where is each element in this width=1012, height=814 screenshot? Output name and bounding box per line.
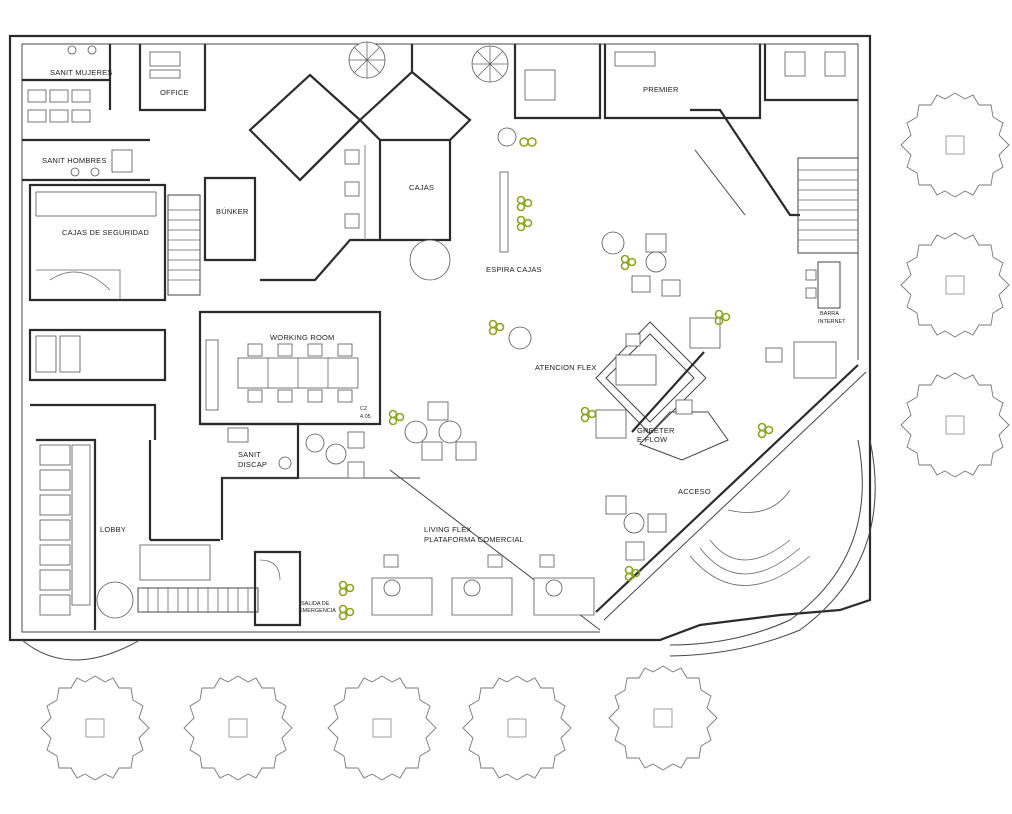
label-living-flex: LIVING FLEX — [424, 525, 472, 534]
label-cajas: CAJAS — [409, 183, 434, 192]
label-tag-c2: C2 — [360, 406, 367, 412]
sanitary-block — [22, 44, 150, 182]
internet-bar — [805, 261, 841, 309]
plant-6 — [714, 309, 731, 326]
label-office: OFFICE — [160, 88, 189, 97]
label-acceso: ACCESO — [678, 487, 711, 496]
label-bunker: BÚNKER — [216, 207, 249, 216]
tree-right-1 — [900, 92, 1010, 198]
label-cajas-seguridad: CAJAS DE SEGURIDAD — [62, 228, 149, 237]
label-working-room: WORKING ROOM — [270, 333, 334, 342]
bunker-room — [203, 176, 257, 262]
tree-bottom-4 — [462, 675, 572, 781]
trees — [40, 92, 1010, 781]
label-lobby: LOBBY — [100, 525, 126, 534]
label-espira-cajas: ESPIRA CAJAS — [486, 265, 542, 274]
living-flex-area — [222, 469, 601, 631]
spiral-stairs — [348, 41, 509, 83]
plant-10 — [624, 565, 641, 582]
plant-12 — [338, 604, 355, 621]
label-discap: DISCAP — [238, 460, 267, 469]
tree-bottom-3 — [327, 675, 437, 781]
label-atencion-flex: ATENCION FLEX — [535, 363, 597, 372]
tree-right-3 — [900, 372, 1010, 478]
cajas-area — [248, 44, 472, 282]
plant-4 — [620, 254, 637, 271]
plant-1 — [519, 137, 537, 147]
tree-right-2 — [900, 232, 1010, 338]
service-left — [28, 328, 167, 440]
office-room — [138, 44, 207, 112]
label-eflow: E-FLOW — [637, 435, 668, 444]
label-premier: PREMIER — [643, 85, 679, 94]
stair-left — [167, 194, 201, 296]
plant-8 — [580, 406, 597, 423]
lounge-furniture — [305, 127, 681, 561]
plant-11 — [338, 580, 355, 597]
entrance-wall — [595, 364, 867, 621]
greeter-pod — [595, 317, 837, 461]
tree-bottom-5 — [608, 665, 718, 771]
plant-5 — [488, 319, 505, 336]
building-shell — [8, 34, 876, 661]
label-sanit: SANIT — [238, 450, 261, 459]
working-room — [198, 310, 382, 426]
plant-7 — [388, 409, 405, 426]
top-rooms — [513, 44, 858, 217]
escalator — [137, 544, 302, 627]
label-salida: SALIDA DE — [301, 601, 330, 607]
tree-bottom-1 — [40, 675, 150, 781]
sanit-discap-room — [200, 422, 300, 540]
label-sanit-mujeres: SANIT MUJERES — [50, 68, 112, 77]
tree-bottom-2 — [183, 675, 293, 781]
label-greeter: GREETER — [637, 426, 675, 435]
label-emergencia: EMERGENCIA — [299, 608, 336, 614]
label-sanit-hombres: SANIT HOMBRES — [42, 156, 107, 165]
label-internet: INTERNET — [818, 319, 846, 325]
plant-2 — [516, 195, 533, 212]
label-tag-405: 4.05 — [360, 414, 371, 420]
plants — [338, 137, 774, 621]
plant-3 — [516, 215, 533, 232]
label-plataforma-comercial: PLATAFORMA COMERCIAL — [424, 535, 524, 544]
stair-right — [797, 157, 859, 254]
plant-9 — [757, 422, 774, 439]
lobby-room — [36, 438, 220, 630]
room-labels: SANIT MUJERES OFFICE PREMIER SANIT HOMBR… — [42, 68, 846, 614]
safe-deposit-room — [28, 183, 167, 302]
label-barra: BARRA — [820, 311, 839, 317]
